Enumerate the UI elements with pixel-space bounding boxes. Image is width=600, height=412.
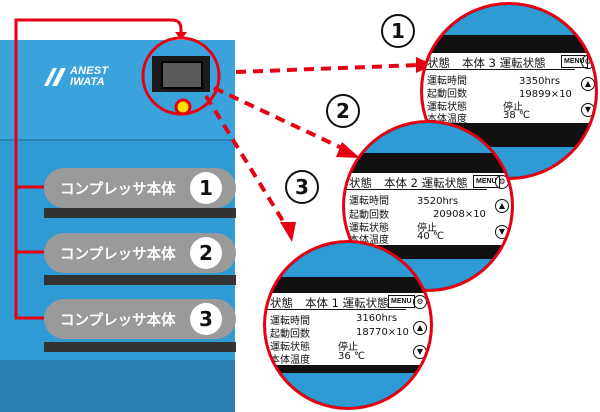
row-label: 本体温度 (270, 355, 310, 366)
callout-number-3: 3 (285, 170, 319, 204)
menu-button[interactable]: MENU (388, 295, 415, 308)
dashed-arrow-to-screen-1 (235, 63, 421, 74)
settings-icon[interactable]: ⚙ (495, 175, 509, 189)
compressor-unit-2[interactable]: コンプレッサ本体 2 (44, 233, 236, 273)
unit-groove (44, 275, 236, 285)
row-value: 40 ℃ (417, 231, 445, 242)
chevron-up-icon[interactable]: ▲ (413, 321, 427, 335)
unit-label: コンプレッサ本体 (60, 181, 176, 198)
row-label: 起動回数 (349, 210, 389, 221)
chevron-down-icon[interactable]: ▼ (495, 225, 509, 239)
status-panel: 状態本体 3 運転状態 MENU ⚙ ▲ ▼ 運転時間 3350hrs 起動回数… (423, 53, 595, 125)
row-label: 運転状態 (427, 102, 467, 113)
row-value: 36 ℃ (338, 351, 366, 362)
row-label: 運転時間 (427, 76, 467, 87)
logo-line-1: ANEST (70, 65, 109, 77)
anest-iwata-logo-icon (44, 68, 66, 86)
row-label: 運転状態 (349, 223, 389, 234)
dashed-arrow-to-screen-2 (213, 86, 347, 152)
arrow-down-icon (175, 32, 187, 40)
unit-number-badge: 3 (190, 303, 222, 335)
settings-icon[interactable]: ⚙ (413, 295, 427, 309)
callout-number-2: 2 (326, 94, 360, 128)
row-value: 停止 (417, 223, 437, 234)
row-value: 3350hrs (519, 76, 561, 87)
unit-connector-line (14, 187, 44, 320)
unit-connector-line (14, 18, 183, 189)
row-value: 停止 (338, 342, 358, 353)
panel-title: 状態本体 2 運転状態 (349, 176, 468, 190)
row-value: 3520hrs (417, 196, 459, 207)
unit-label: コンプレッサ本体 (60, 312, 176, 329)
row-value: 18770×10 (356, 327, 409, 338)
unit-groove (44, 208, 236, 218)
row-label: 本体温度 (349, 235, 389, 246)
brand-logo: ANEST IWATA (44, 66, 108, 88)
display-screen (161, 61, 203, 89)
status-panel: 状態本体 2 運転状態 MENU ⚙ ▲ ▼ 運転時間 3520hrs 起動回数… (345, 173, 511, 246)
settings-icon[interactable]: ⚙ (581, 55, 595, 69)
machine-base (0, 360, 235, 412)
unit-number-badge: 2 (190, 237, 222, 269)
row-value: 38 ℃ (503, 110, 531, 121)
row-value: 19899×10 (519, 89, 572, 100)
chevron-up-icon[interactable]: ▲ (581, 77, 595, 91)
row-label: 運転時間 (349, 196, 389, 207)
row-value: 停止 (503, 102, 523, 113)
panel-title: 状態本体 3 運転状態 (427, 56, 546, 70)
zoom-screen-3: 状態本体 1 運転状態 MENU ⚙ ▲ ▼ 運転時間 3160hrs 起動回数… (263, 240, 433, 410)
zoom-screen-2: 状態本体 2 運転状態 MENU ⚙ ▲ ▼ 運転時間 3520hrs 起動回数… (342, 120, 514, 292)
chevron-down-icon[interactable]: ▼ (581, 103, 595, 117)
arrow-head-icon (280, 222, 296, 242)
dashed-arrow-to-screen-3 (204, 94, 288, 228)
chevron-up-icon[interactable]: ▲ (495, 199, 509, 213)
panel-title: 状態本体 1 運転状態 (270, 296, 389, 310)
row-label: 運転状態 (270, 342, 310, 353)
callout-number-1: 1 (381, 14, 415, 48)
logo-line-2: IWATA (70, 76, 105, 88)
unit-number-badge: 1 (190, 172, 222, 204)
compressor-unit-1[interactable]: コンプレッサ本体 1 (44, 168, 236, 208)
row-label: 起動回数 (270, 329, 310, 340)
compressor-unit-3[interactable]: コンプレッサ本体 3 (44, 299, 236, 339)
row-label: 運転時間 (270, 316, 310, 327)
status-panel: 状態本体 1 運転状態 MENU ⚙ ▲ ▼ 運転時間 3160hrs 起動回数… (266, 293, 430, 366)
chevron-down-icon[interactable]: ▼ (413, 345, 427, 359)
unit-groove (44, 342, 236, 352)
row-value: 20908×10 (433, 209, 486, 220)
unit-label: コンプレッサ本体 (60, 246, 176, 263)
row-value: 3160hrs (356, 313, 398, 324)
row-label: 起動回数 (427, 89, 467, 100)
row-label: 本体温度 (427, 114, 467, 125)
